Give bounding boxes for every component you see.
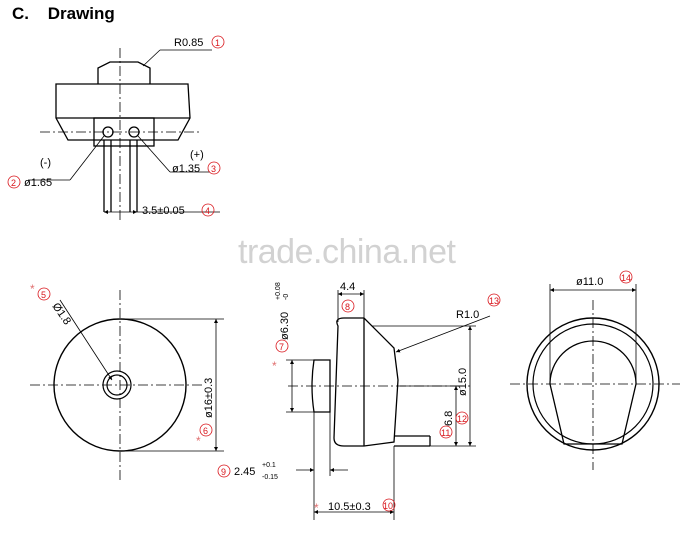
rear-view-leaders [549,284,637,384]
rear-view-centerlines [510,300,680,470]
top-view-leaders [28,49,220,214]
callout-10 [382,498,396,512]
label-h68: 6.8 [443,411,455,426]
label-plus: (+) [190,149,204,161]
label-r085: R0.85 [174,37,203,49]
callout-12-text: 12 [457,414,467,424]
side-boss [311,359,331,413]
label-d165: ø1.65 [24,177,52,189]
callout-9 [217,464,231,478]
callout-13-text: 13 [489,296,499,306]
label-d630-tol-dn: -0 [283,294,290,300]
star-6: * [196,434,201,448]
callout-14-text: 14 [621,273,631,283]
label-d135: ø1.35 [172,163,200,175]
label-pitch: 3.5±0.05 [142,205,185,217]
callout-6 [199,423,213,437]
section-letter: C. [12,4,29,23]
label-h245-tol-dn: -0.15 [262,474,278,481]
label-minus: (-) [40,157,51,169]
top-view-centerlines [40,48,200,220]
callout-3 [207,161,221,175]
callout-7 [275,339,289,353]
label-d16: ø16±0.3 [203,378,215,418]
label-d630: ø6.30 [279,312,291,340]
callout-5-text: 5 [41,290,46,300]
callout-11-text: 11 [441,428,450,438]
section-heading: C. Drawing [12,4,115,24]
callout-13 [487,293,501,307]
callout-8 [341,299,355,313]
callout-9-text: 9 [221,467,226,477]
label-h245: 2.45 [234,466,255,478]
callout-1-text: 1 [215,38,220,48]
callout-5 [37,287,51,301]
star-5: * [30,282,35,296]
label-r10: R1.0 [456,309,479,321]
callout-6-text: 6 [203,426,208,436]
front-view-leaders [59,299,224,452]
callout-14 [619,270,633,284]
front-view-centerlines [30,290,205,480]
callout-2-text: 2 [11,178,16,188]
section-title: Drawing [47,4,115,23]
side-view-leaders [286,290,491,520]
knob-outline [97,61,151,84]
callout-2 [7,175,21,189]
watermark: trade.china.net [238,233,456,271]
label-d150: ø15.0 [457,368,469,396]
callout-3-text: 3 [211,164,216,174]
label-l105: 10.5±0.3 [328,501,371,513]
label-h245-tol-up: +0.1 [262,462,276,469]
label-d18: Ø1.8 [50,301,74,327]
callout-11 [439,425,453,439]
top-view [55,61,191,212]
callout-1 [211,35,225,49]
label-d110: ø11.0 [576,276,603,288]
label-d630-tol-up: +0.08 [275,282,282,300]
side-body [333,317,399,447]
label-w44: 4.4 [340,281,355,293]
callout-4-text: 4 [205,206,210,216]
callout-10-text: 10 [383,501,393,511]
callout-4 [201,203,215,217]
callout-12 [455,411,469,425]
callout-8-text: 8 [345,302,350,312]
star-7: * [272,359,277,373]
callout-7-text: 7 [279,342,284,352]
star-10: * [314,501,319,515]
